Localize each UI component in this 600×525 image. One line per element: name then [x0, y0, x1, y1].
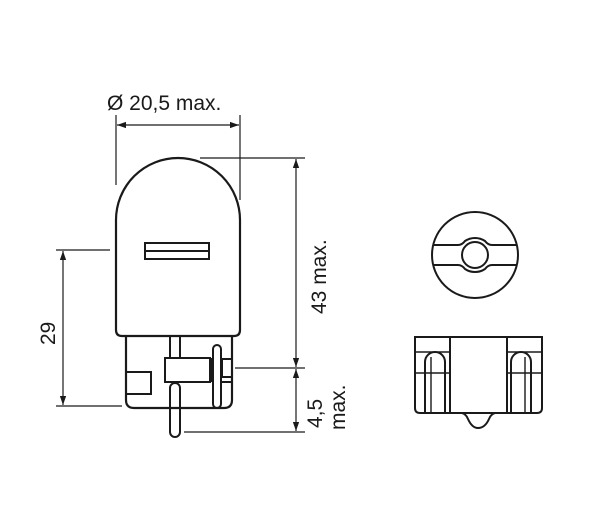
top-view-inner-circle: [461, 241, 489, 269]
top-view-outer-circle: [431, 211, 519, 299]
base-height-value: 4,5: [304, 399, 327, 428]
top-view: [431, 211, 519, 299]
glass-envelope: [114, 156, 242, 338]
bulb-side-view: [114, 156, 242, 438]
contact-wire-right: [212, 344, 222, 409]
diameter-label: Ø 20,5 max.: [107, 92, 221, 115]
contact-right: [510, 351, 532, 413]
light-center-label: 29: [37, 322, 60, 345]
base-bump: [461, 412, 496, 430]
base-height-dimension: 4,5 max.: [292, 369, 350, 431]
base-end-outline: [414, 336, 543, 414]
height-dimension: 43 max.: [184, 157, 331, 433]
height-label: 43 max.: [308, 239, 331, 314]
base-end-view: [414, 336, 543, 430]
contact-left: [424, 351, 446, 413]
base-height-suffix: max.: [327, 384, 350, 430]
contact-wire-bottom: [169, 382, 181, 438]
light-center-dimension: 29: [37, 249, 122, 407]
